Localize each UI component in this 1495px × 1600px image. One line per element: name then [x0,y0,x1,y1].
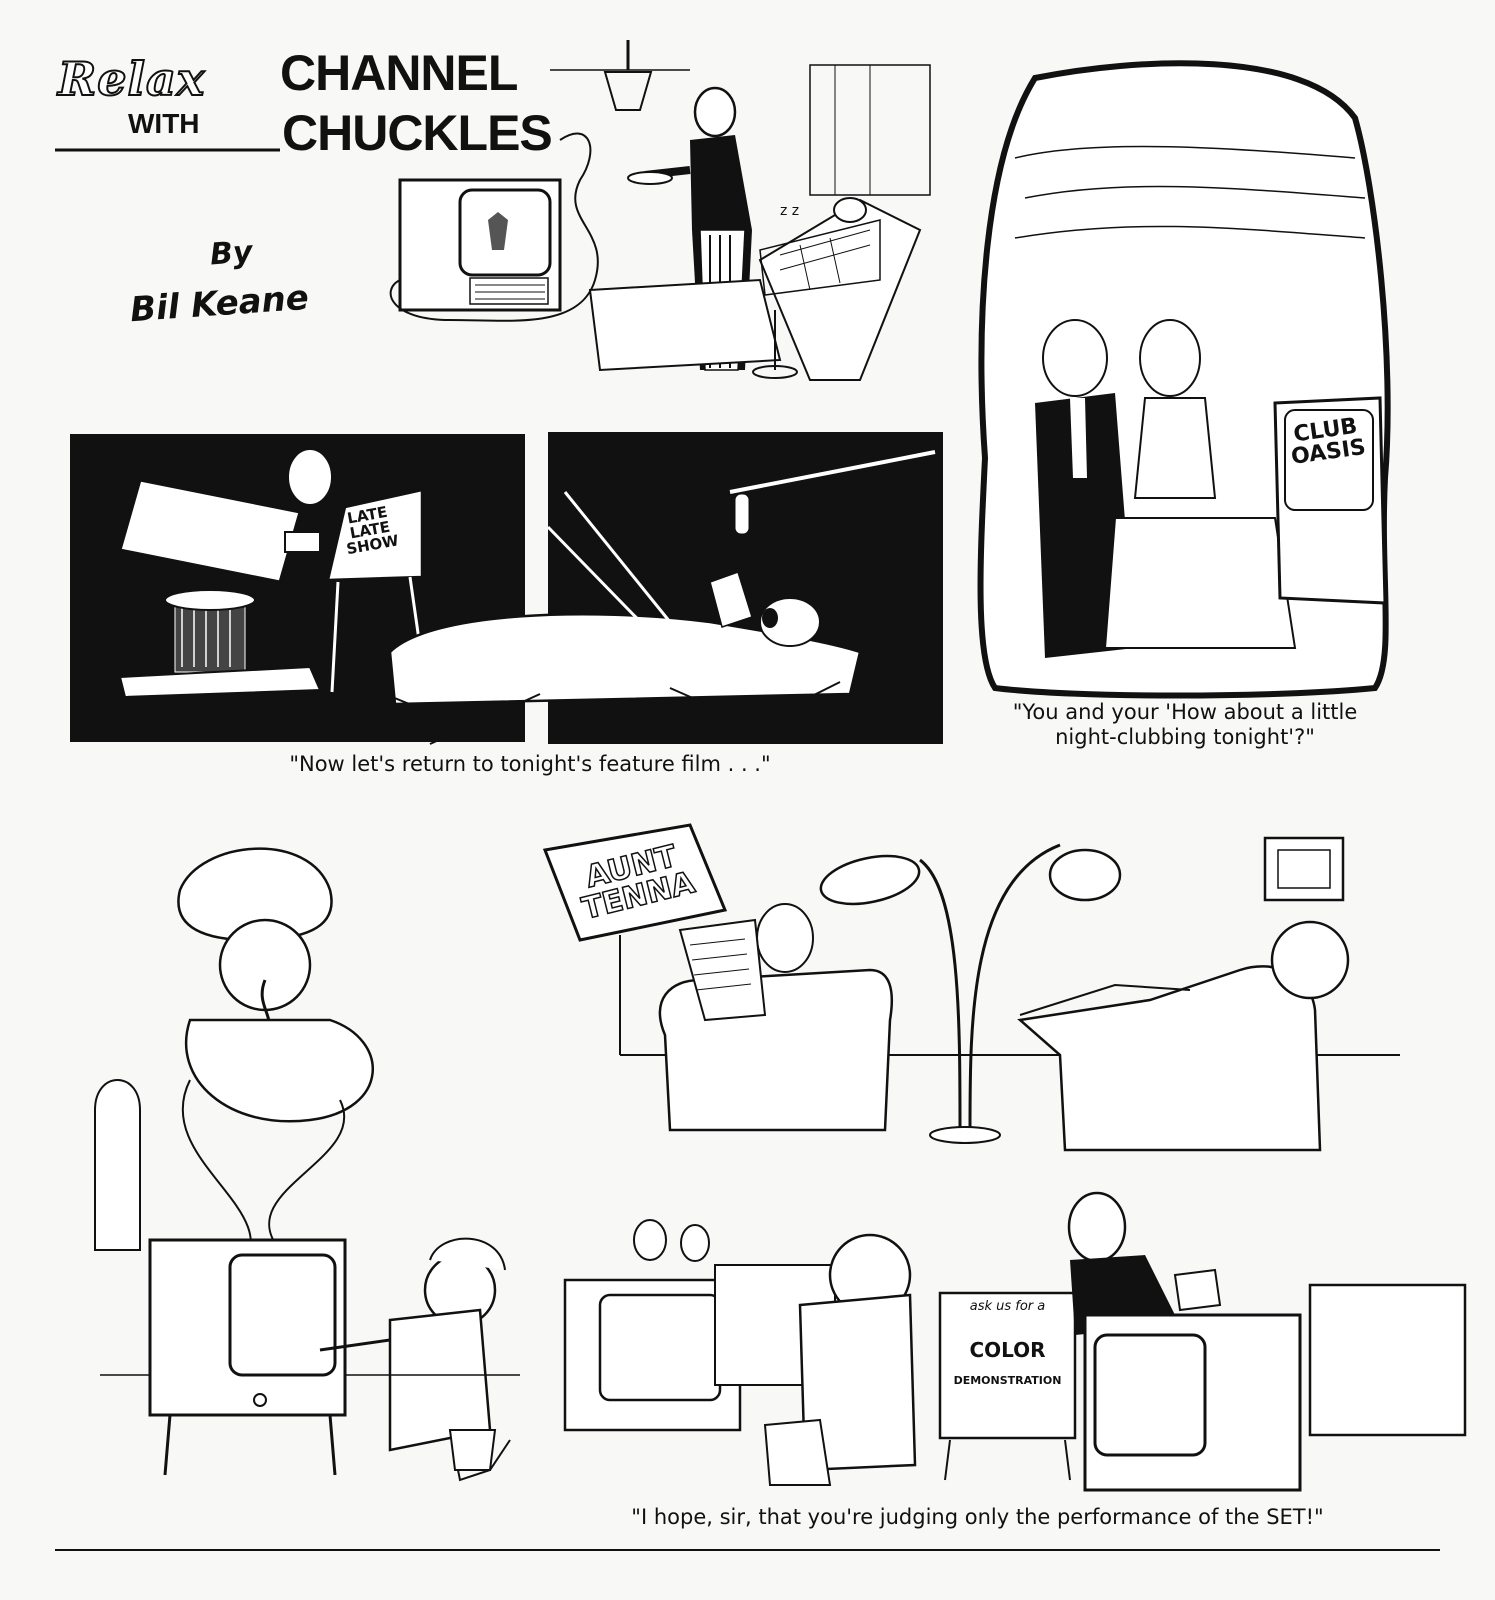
caption-night-club: "You and your 'How about a little night-… [1012,700,1358,750]
color-sign-line3: DEMONSTRATION [953,1374,1062,1387]
header-with: WITH [128,108,200,139]
color-tv-icon [1083,1268,1302,1492]
panel-aunt-tenna [542,823,1400,1152]
tv-camera-icon [118,448,333,699]
header-underline [55,148,280,152]
color-sign-line1: ask us for a [969,1299,1046,1314]
repairman-figure [319,1237,511,1482]
color-demonstration-sign [938,1291,1077,1481]
armchair-reader [658,903,894,1132]
television-icon [398,178,562,312]
panel-club-oasis [977,60,1391,699]
club-oasis-tv-icon [1273,396,1387,605]
woman-in-gown [1133,319,1217,499]
showroom-tv-icon [563,1278,742,1432]
genie-tv-icon [148,1238,347,1476]
bottom-rule [55,1549,1440,1551]
svg-text:z z: z z [780,203,799,219]
byline-author: Bil Keane [128,277,311,331]
chandelier-icon [550,40,690,111]
panel-color-demonstration [563,1191,1467,1492]
color-sign-line2: COLOR [969,1338,1046,1362]
seated-customer [763,1233,917,1486]
header-relax: Relax [57,51,206,107]
reclining-man [1017,920,1350,1152]
byline-by: By [208,234,254,273]
panel-late-late-show [70,432,943,745]
aunt-tenna-sign [542,823,728,942]
cot-bed [379,612,862,745]
header-channel: CHANNEL [280,45,518,101]
panel-genie-tv [94,847,520,1482]
caption-late-show: "Now let's return to tonight's feature f… [289,752,771,776]
header-chuckles: CHUCKLES [282,105,553,161]
floor-lamp-icon [819,843,1122,1144]
caption-color-demo: "I hope, sir, that you're judging only t… [631,1505,1324,1529]
panel-butler-living-room: z z [389,40,931,381]
